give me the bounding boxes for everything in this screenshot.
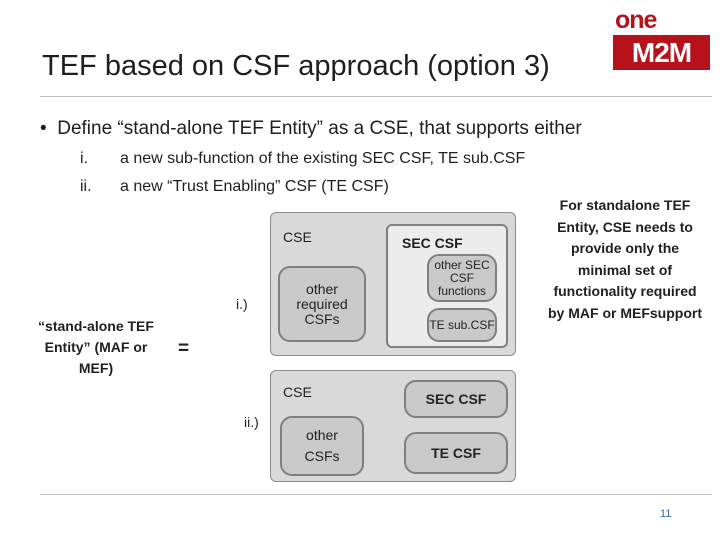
onem2m-logo-top: one	[615, 6, 657, 34]
bullet-text: Define “stand-alone TEF Entity” as a CSE…	[57, 118, 582, 139]
option-ii-sec-csf-label: SEC CSF	[425, 391, 487, 407]
footer-divider	[40, 494, 712, 495]
onem2m-logo-badge: M2M	[613, 35, 710, 70]
option-i-marker: i.)	[236, 296, 248, 312]
option-ii-text: a new “Trust Enabling” CSF (TE CSF)	[120, 178, 389, 195]
te-csf: TE CSF	[404, 432, 508, 474]
te-subcsf: TE sub.CSF	[427, 308, 497, 342]
option-i-other-csfs: other required CSFs	[278, 266, 366, 342]
sec-csf-container-label: SEC CSF	[402, 235, 463, 251]
page-number: 11	[660, 508, 672, 520]
other-sec-csf-functions: other SEC CSF functions	[427, 254, 497, 302]
option-ii-other-csfs: other CSFs	[280, 416, 364, 476]
onem2m-logo-text: M2M	[631, 36, 692, 68]
option-ii-sec-csf: SEC CSF	[404, 380, 508, 418]
option-ii-cse-label: CSE	[283, 384, 312, 400]
side-note: For standalone TEF Entity, CSE needs to …	[548, 197, 702, 321]
page-title: TEF based on CSF approach (option 3)	[42, 50, 550, 82]
equals-sign: =	[178, 338, 190, 359]
option-ii-marker: ii.)	[244, 414, 259, 430]
option-i-number: i.	[80, 150, 88, 167]
bullet-dot: •	[40, 118, 58, 139]
option-ii-number: ii.	[80, 178, 92, 195]
main-bullet: • Define “stand-alone TEF Entity” as a C…	[40, 118, 582, 140]
option-i-cse-label: CSE	[283, 229, 312, 245]
other-sec-csf-functions-label: other SEC CSF functions	[434, 257, 490, 298]
option-ii-other-csfs-label: other CSFs	[304, 427, 340, 464]
option-i-text: a new sub-function of the existing SEC C…	[120, 150, 526, 167]
te-csf-label: TE CSF	[431, 445, 481, 461]
stand-alone-tef-entity-label: “stand-alone TEF Entity” (MAF or MEF)	[38, 318, 154, 376]
title-divider	[40, 96, 712, 97]
te-subcsf-label: TE sub.CSF	[429, 318, 495, 332]
option-i-other-csfs-label: other required CSFs	[296, 280, 348, 327]
